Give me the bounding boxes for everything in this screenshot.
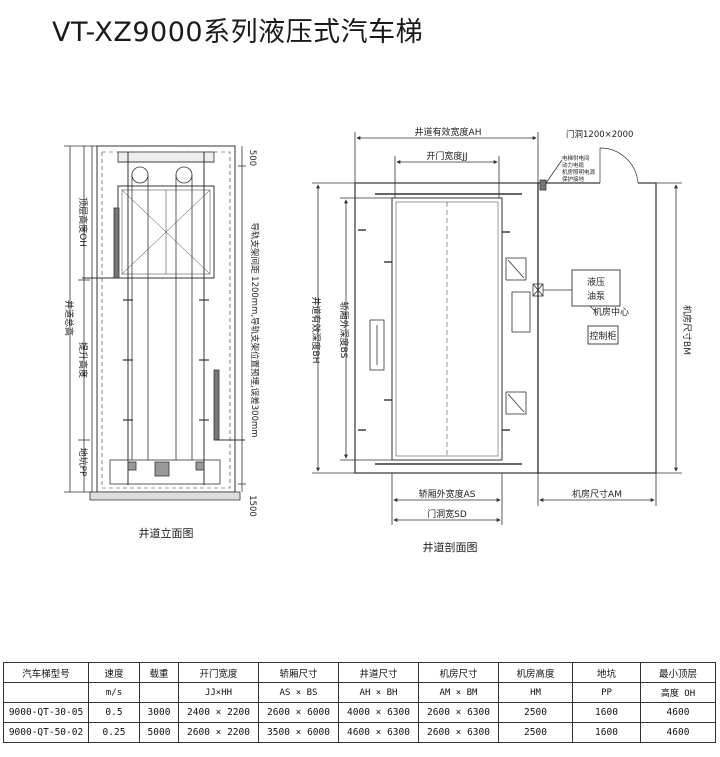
table-cell: 0.25: [88, 722, 140, 743]
header-machine-height: 机房高度: [498, 662, 573, 683]
table-cell: 2600 × 2200: [178, 722, 259, 743]
header-shaft-size: 井道尺寸: [338, 662, 419, 683]
subheader-load: [139, 682, 179, 703]
table-cell: 4000 × 6300: [338, 702, 419, 723]
dim-top-height: 顶层高度OH: [77, 197, 89, 247]
header-model: 汽车梯型号: [3, 662, 89, 683]
dim-machine-depth: 机房尺寸BM: [681, 305, 693, 355]
table-cell: 3000: [139, 702, 179, 723]
table-cell: 0.5: [88, 702, 140, 723]
table-cell: 5000: [139, 722, 179, 743]
dim-door-width: 开门宽度JJ: [426, 150, 467, 162]
dim-machine-width: 机房尺寸AM: [572, 488, 622, 500]
table-cell: 2600 × 6000: [258, 702, 339, 723]
table-cell: 2600 × 6300: [418, 722, 499, 743]
shaft-elevation-drawing: [64, 145, 246, 501]
table-cell: 3500 × 6000: [258, 722, 339, 743]
pump-label-2: 油泵: [587, 290, 605, 302]
header-car-size: 轿厢尺寸: [258, 662, 339, 683]
header-door-width: 开门宽度: [178, 662, 259, 683]
table-row: 9000-QT-50-02 0.25 5000 2600 × 2200 3500…: [3, 722, 716, 743]
dim-top-clear: 500: [247, 150, 257, 166]
plan-dimension-labels: 井道有效宽度AH 开门宽度JJ 门洞1200×2000 井道有效深度BH 轿厢外…: [310, 126, 693, 554]
spec-table: 汽车梯型号 速度 载重 开门宽度 轿厢尺寸 井道尺寸 机房尺寸 机房高度 地坑 …: [3, 662, 716, 743]
dim-car-width: 轿厢外宽度AS: [419, 488, 476, 500]
controller-label: 控制柜: [589, 330, 616, 342]
subheader-min-top: 高度 OH: [640, 682, 716, 703]
technical-drawings: 顶层高度OH 井道总高 提升高度 地坑PP 导轨支架间距 1200mm,导轨支架…: [63, 126, 693, 554]
table-cell: 9000-QT-50-02: [3, 722, 89, 743]
dim-shaft-depth: 井道有效深度BH: [310, 297, 322, 364]
table-subheader-row: m/s JJ×HH AS × BS AH × BH AM × BM HM PP …: [3, 682, 716, 703]
subheader-machine-height: HM: [498, 682, 573, 703]
table-cell: 1600: [572, 722, 641, 743]
machine-center-label: 机房中心: [593, 306, 629, 318]
dim-pit-clear: 1500: [247, 495, 257, 517]
subheader-speed: m/s: [88, 682, 140, 703]
dim-shaft-width: 井道有效宽度AH: [415, 126, 482, 138]
plan-caption: 井道剖面图: [423, 540, 478, 554]
table-cell: 4600 × 6300: [338, 722, 419, 743]
conduit-note-1: 电梯供电间: [562, 154, 590, 162]
subheader-shaft-size: AH × BH: [338, 682, 419, 703]
table-cell: 2400 × 2200: [178, 702, 259, 723]
subheader-car-size: AS × BS: [258, 682, 339, 703]
table-cell: 2600 × 6300: [418, 702, 499, 723]
table-cell: 4600: [640, 722, 716, 743]
conduit-note-4: 保护接地: [562, 175, 585, 183]
conduit-note-3: 机房照明电源: [562, 168, 596, 176]
elevation-dimension-labels: 顶层高度OH 井道总高 提升高度 地坑PP 导轨支架间距 1200mm,导轨支架…: [63, 150, 260, 540]
header-load: 载重: [139, 662, 179, 683]
header-min-top: 最小顶层: [640, 662, 716, 683]
page-title: VT-XZ9000系列液压式汽车梯: [52, 17, 424, 48]
dim-door-frame: 门洞1200×2000: [566, 129, 633, 140]
dim-pit: 地坑PP: [77, 448, 89, 477]
subheader-pit: PP: [572, 682, 641, 703]
subheader-model: [3, 682, 89, 703]
table-cell: 2500: [498, 722, 573, 743]
header-pit: 地坑: [572, 662, 641, 683]
table-header-row: 汽车梯型号 速度 载重 开门宽度 轿厢尺寸 井道尺寸 机房尺寸 机房高度 地坑 …: [3, 662, 716, 683]
header-machine-size: 机房尺寸: [418, 662, 499, 683]
table-cell: 9000-QT-30-05: [3, 702, 89, 723]
pump-label-1: 液压: [587, 276, 605, 288]
dim-travel: 提升高度: [77, 342, 89, 378]
table-cell: 2500: [498, 702, 573, 723]
elevation-caption: 井道立面图: [139, 526, 194, 540]
table-cell: 4600: [640, 702, 716, 723]
dim-guide-rail-note: 导轨支架间距 1200mm,导轨支架位置预埋,误差300mm: [249, 222, 260, 437]
shaft-plan-drawing: [312, 132, 682, 525]
header-speed: 速度: [88, 662, 140, 683]
table-row: 9000-QT-30-05 0.5 3000 2400 × 2200 2600 …: [3, 702, 716, 723]
conduit-note-2: 动力电缆: [562, 161, 585, 169]
dim-car-depth: 轿厢外深度BS: [338, 302, 350, 359]
dim-door-opening: 门洞宽SD: [427, 508, 467, 520]
dim-total-height: 井道总高: [63, 300, 75, 336]
table-cell: 1600: [572, 702, 641, 723]
subheader-machine-size: AM × BM: [418, 682, 499, 703]
subheader-door-width: JJ×HH: [178, 682, 259, 703]
